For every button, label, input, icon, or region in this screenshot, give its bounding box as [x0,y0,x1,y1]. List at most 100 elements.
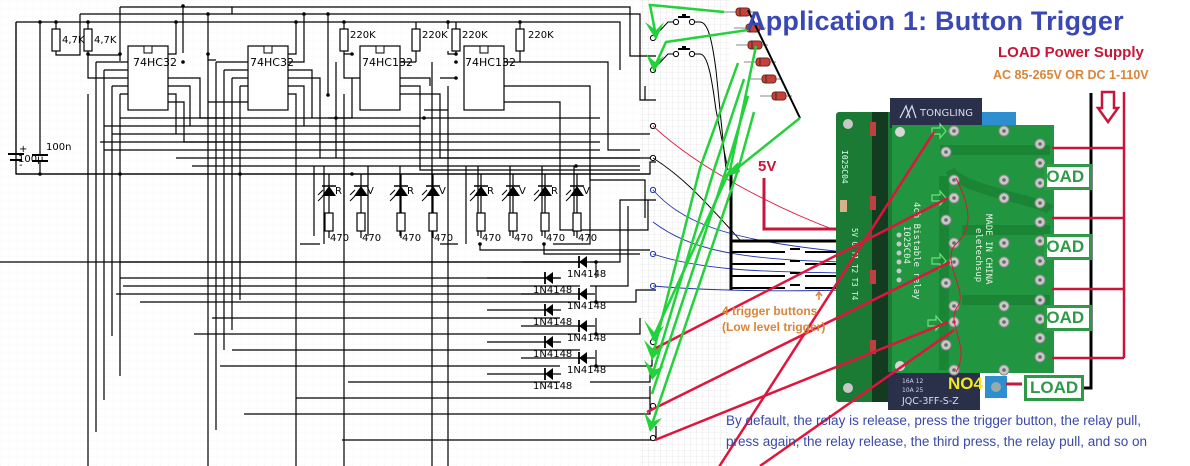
up-arrow-icon [815,290,823,300]
made-in-label: MADE IN CHINA [983,214,993,285]
solder-pad [998,316,1010,328]
led-8: V [565,174,590,213]
solder-pad [998,192,1010,204]
svg-text:-: - [19,160,23,171]
diode-label: 1N4148 [567,269,606,280]
diode-7: 1N4148 [521,352,606,376]
wire-5v [652,125,841,233]
wire-gnd [652,157,741,241]
ic-label-4: 74HC132 [465,56,516,69]
description-line2: press again, the relay release, the thir… [726,434,1147,449]
wire-t2 [652,221,846,263]
solder-pad [948,364,960,376]
bias-resistor-4: 220K [515,28,554,52]
led-resistor-2: 470 [356,212,381,244]
diode-2: 1N4148 [487,272,572,296]
led-3: R [389,174,414,213]
led-color-label: V [439,186,446,197]
led-7: R [533,174,558,213]
svg-text:220K: 220K [528,30,554,41]
ic-chip-3: 74HC132 [359,45,413,111]
svg-text:220K: 220K [462,30,488,41]
led-resistor-3: 470 [396,212,421,244]
svg-text:220K: 220K [422,30,448,41]
diode-label: 1N4148 [567,333,606,344]
tongling-logo-icon [899,104,917,119]
page-title: Application 1: Button Trigger [746,6,1124,36]
resistor-value: 470 [362,233,381,244]
ceramic-capacitor: 100n [32,22,71,174]
resistor-value: 470 [330,233,349,244]
relay-brand: TONGLING [919,108,973,119]
solder-pad [1034,294,1046,306]
diode-4: 1N4148 [487,304,572,328]
ic-chip-4: 74HC132 [463,45,516,111]
ic-label-3: 74HC132 [362,56,413,69]
resistor-value: 470 [434,233,453,244]
schematic-wires [0,6,657,466]
indicator-led-4 [744,57,776,67]
board-pins-label: 5V G T1 T2 T3 T4 [850,228,859,301]
solder-pad [948,192,960,204]
led-color-label: V [583,186,590,197]
svg-text:+: + [19,144,27,155]
ic-label-1: 74HC32 [133,56,177,69]
diode-array: 1N41481N41481N41481N41481N41481N41481N41… [487,256,606,392]
resistor-value: 470 [578,233,597,244]
solder-pad [1034,216,1046,228]
svg-text:220K: 220K [350,30,376,41]
diode-3: 1N4148 [521,288,606,312]
solder-pad [940,214,952,226]
solder-pad [998,125,1010,137]
solder-pad [940,277,952,289]
green-arrowheads [644,22,740,432]
diode-8: 1N4148 [487,368,572,392]
solder-pad [940,339,952,351]
power-supply-label: LOAD Power Supply [998,44,1144,61]
ic-chip-1: 74HC32 [127,45,177,111]
relay-board: I025C04 5V G T1 T2 T3 T4 TONGLING JQC-3F… [836,98,1054,410]
solder-pad [998,364,1010,376]
pullup-resistor-1: 4,7K [51,28,85,52]
relay-bottom [888,372,980,410]
indicator-led-5 [750,74,782,84]
power-supply-range: AC 85-265V OR DC 1-110V [993,68,1149,82]
indicator-led-1 [724,7,756,17]
solder-pad [1034,274,1046,286]
relay-pads [940,125,1046,376]
solder-pad [948,174,960,186]
led-color-label: R [335,186,342,197]
led-color-label: V [367,186,374,197]
power-down-arrow-icon [1095,90,1121,125]
diode-label: 1N4148 [533,381,572,392]
board-name-label: 4ch Bistable relay [911,202,921,300]
load-box-2: LOAD [1044,234,1092,260]
svg-text:4,7K: 4,7K [94,35,117,46]
led-color-label: R [487,186,494,197]
maker-label: eletechsup [973,228,983,282]
led-5: R [469,174,494,213]
diode-1: 1N4148 [521,256,606,280]
solder-pad [998,174,1010,186]
led-4: V [421,174,446,213]
diode-6: 1N4148 [487,336,572,360]
led-color-label: R [551,186,558,197]
relay-part: JQC-3FF-S-Z [901,396,959,407]
led-resistor-1: 470 [324,212,349,244]
solder-pad [998,256,1010,268]
led-resistor-5: 470 [476,212,501,244]
led-2: V [349,174,374,213]
svg-text:4,7K: 4,7K [62,35,85,46]
cap-value-ceramic: 100n [46,142,71,153]
ic-chip-2: 74HC32 [247,45,294,111]
output-no4-label: NO4 [948,374,983,393]
resistor-value: 470 [482,233,501,244]
ic-label-2: 74HC32 [250,56,294,69]
description-line1: By default, the relay is release, press … [726,413,1141,428]
led-1: R [317,174,342,213]
solder-pad [1034,157,1046,169]
load-box-1: LOAD [1044,164,1092,190]
indicator-leds [724,7,792,101]
